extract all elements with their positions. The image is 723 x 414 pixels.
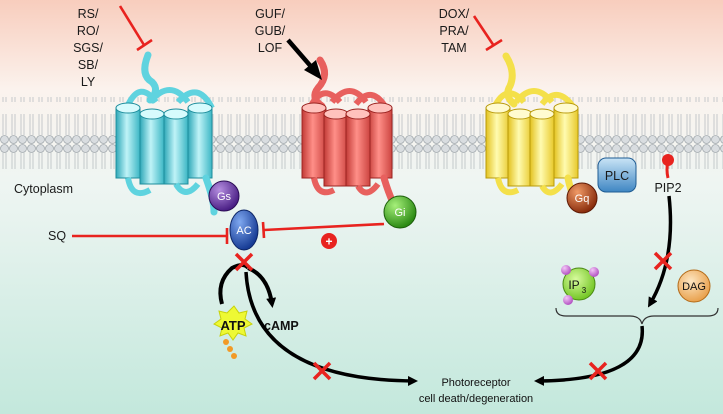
svg-text:DAG: DAG (682, 281, 706, 293)
gq-protein: Gq (566, 182, 598, 214)
svg-text:PLC: PLC (605, 169, 629, 183)
sq-inhibitor: SQ (48, 228, 229, 244)
plc-enzyme: PLC (597, 157, 637, 193)
block-x-plc-path (588, 361, 608, 381)
drug-line: GUF/ (255, 7, 285, 21)
block-x-ac (234, 252, 254, 272)
camp-label: cAMP (264, 319, 299, 333)
receptor-middle-gpcr (301, 56, 406, 222)
outcome-label: Photoreceptor cell death/degeneration (419, 377, 533, 405)
svg-text:Gs: Gs (217, 191, 232, 203)
cytoplasm-label: Cytoplasm (14, 182, 73, 196)
svg-text:IP: IP (568, 278, 579, 292)
svg-text:cell death/degeneration: cell death/degeneration (419, 393, 533, 405)
drug-line: GUB/ (255, 24, 286, 38)
drugs-middle-label: GUF/ GUB/ LOF (255, 7, 286, 55)
pip2-lipid: PIP2 (654, 154, 682, 195)
svg-text:+: + (325, 235, 332, 249)
gi-inhibits-ac (261, 221, 385, 239)
svg-text:SQ: SQ (48, 229, 66, 243)
gs-protein: Gs (208, 180, 240, 212)
drugs-right-label: DOX/ PRA/ TAM (439, 7, 470, 55)
drug-line: SB/ (78, 58, 99, 72)
drug-line: TAM (441, 41, 466, 55)
drug-line: LY (81, 75, 96, 89)
ac-to-death-arrow (244, 271, 418, 386)
atp-burst: ATP (213, 305, 253, 359)
receptor-right-gpcr (485, 52, 588, 214)
plus-badge: + (321, 233, 337, 249)
plc-to-death-arrow (534, 325, 644, 386)
drug-line: PRA/ (439, 24, 469, 38)
drug-line: LOF (258, 41, 283, 55)
svg-text:Photoreceptor: Photoreceptor (441, 377, 510, 389)
gi-protein: Gi (383, 195, 417, 229)
svg-text:PIP2: PIP2 (654, 181, 681, 195)
ac-enzyme: AC (229, 209, 259, 251)
atp-to-camp-arc (218, 263, 250, 305)
drug-line: DOX/ (439, 7, 470, 21)
svg-text:ATP: ATP (220, 318, 245, 333)
svg-text:Gq: Gq (575, 193, 590, 205)
inhibit-arrow-right (472, 15, 503, 52)
drug-line: SGS/ (73, 41, 103, 55)
ip3-molecule: IP 3 (561, 265, 599, 305)
drugs-left-label: RS/ RO/ SGS/ SB/ LY (73, 7, 103, 89)
dag-molecule: DAG (677, 269, 711, 303)
activate-arrow-middle (286, 38, 322, 80)
block-x-pip2 (653, 251, 673, 271)
svg-text:Gi: Gi (395, 207, 406, 219)
svg-text:AC: AC (236, 225, 251, 237)
drug-line: RS/ (78, 7, 99, 21)
block-x-ac-path (312, 361, 332, 381)
inhibit-arrow-left (118, 5, 153, 52)
svg-text:3: 3 (582, 286, 587, 295)
products-brace (555, 307, 719, 325)
drug-line: RO/ (77, 24, 100, 38)
